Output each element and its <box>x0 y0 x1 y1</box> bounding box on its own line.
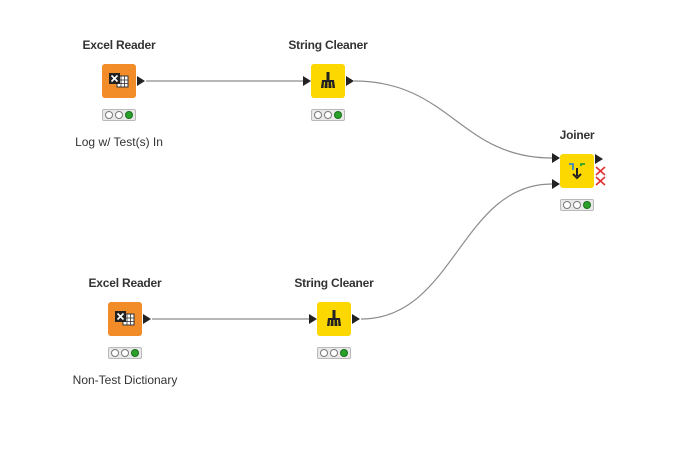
node-body[interactable] <box>102 64 136 98</box>
input-port[interactable] <box>309 314 317 324</box>
status-light-yellow <box>324 111 332 119</box>
status-light-red <box>111 349 119 357</box>
input-port-right[interactable] <box>552 179 560 189</box>
status-light-green <box>340 349 348 357</box>
status-light-red <box>105 111 113 119</box>
status-light-yellow <box>115 111 123 119</box>
status-light-green <box>583 201 591 209</box>
node-body[interactable] <box>560 154 594 188</box>
input-port[interactable] <box>303 76 311 86</box>
node-title: String Cleaner <box>288 38 368 52</box>
node-annotation[interactable]: Non-Test Dictionary <box>72 373 178 387</box>
status-light-yellow <box>573 201 581 209</box>
status-traffic-light <box>108 347 142 359</box>
status-traffic-light <box>317 347 351 359</box>
connection-string-cleaner-1-to-joiner <box>353 80 553 159</box>
node-title: String Cleaner <box>294 276 374 290</box>
inactive-port-x-icon <box>595 166 606 186</box>
node-title: Excel Reader <box>82 38 156 52</box>
status-traffic-light <box>560 199 594 211</box>
join-icon <box>569 163 585 180</box>
output-port[interactable] <box>352 314 360 324</box>
node-body[interactable] <box>317 302 351 336</box>
status-light-red <box>314 111 322 119</box>
output-port[interactable] <box>143 314 151 324</box>
status-traffic-light <box>102 109 136 121</box>
status-light-yellow <box>330 349 338 357</box>
node-title: Joiner <box>559 128 595 142</box>
status-traffic-light <box>311 109 345 121</box>
excel-icon <box>115 311 135 326</box>
input-port-left[interactable] <box>552 153 560 163</box>
node-body[interactable] <box>108 302 142 336</box>
output-port[interactable] <box>595 154 603 164</box>
broom-icon <box>321 72 335 89</box>
connection-string-cleaner-2-to-joiner <box>360 183 553 320</box>
status-light-green <box>334 111 342 119</box>
status-light-red <box>563 201 571 209</box>
status-light-red <box>320 349 328 357</box>
status-light-yellow <box>121 349 129 357</box>
excel-icon <box>109 73 129 88</box>
output-port[interactable] <box>137 76 145 86</box>
broom-icon <box>327 310 341 327</box>
node-body[interactable] <box>311 64 345 98</box>
node-annotation[interactable]: Log w/ Test(s) In <box>75 135 163 149</box>
status-light-green <box>131 349 139 357</box>
status-light-green <box>125 111 133 119</box>
node-title: Excel Reader <box>88 276 162 290</box>
output-port[interactable] <box>346 76 354 86</box>
